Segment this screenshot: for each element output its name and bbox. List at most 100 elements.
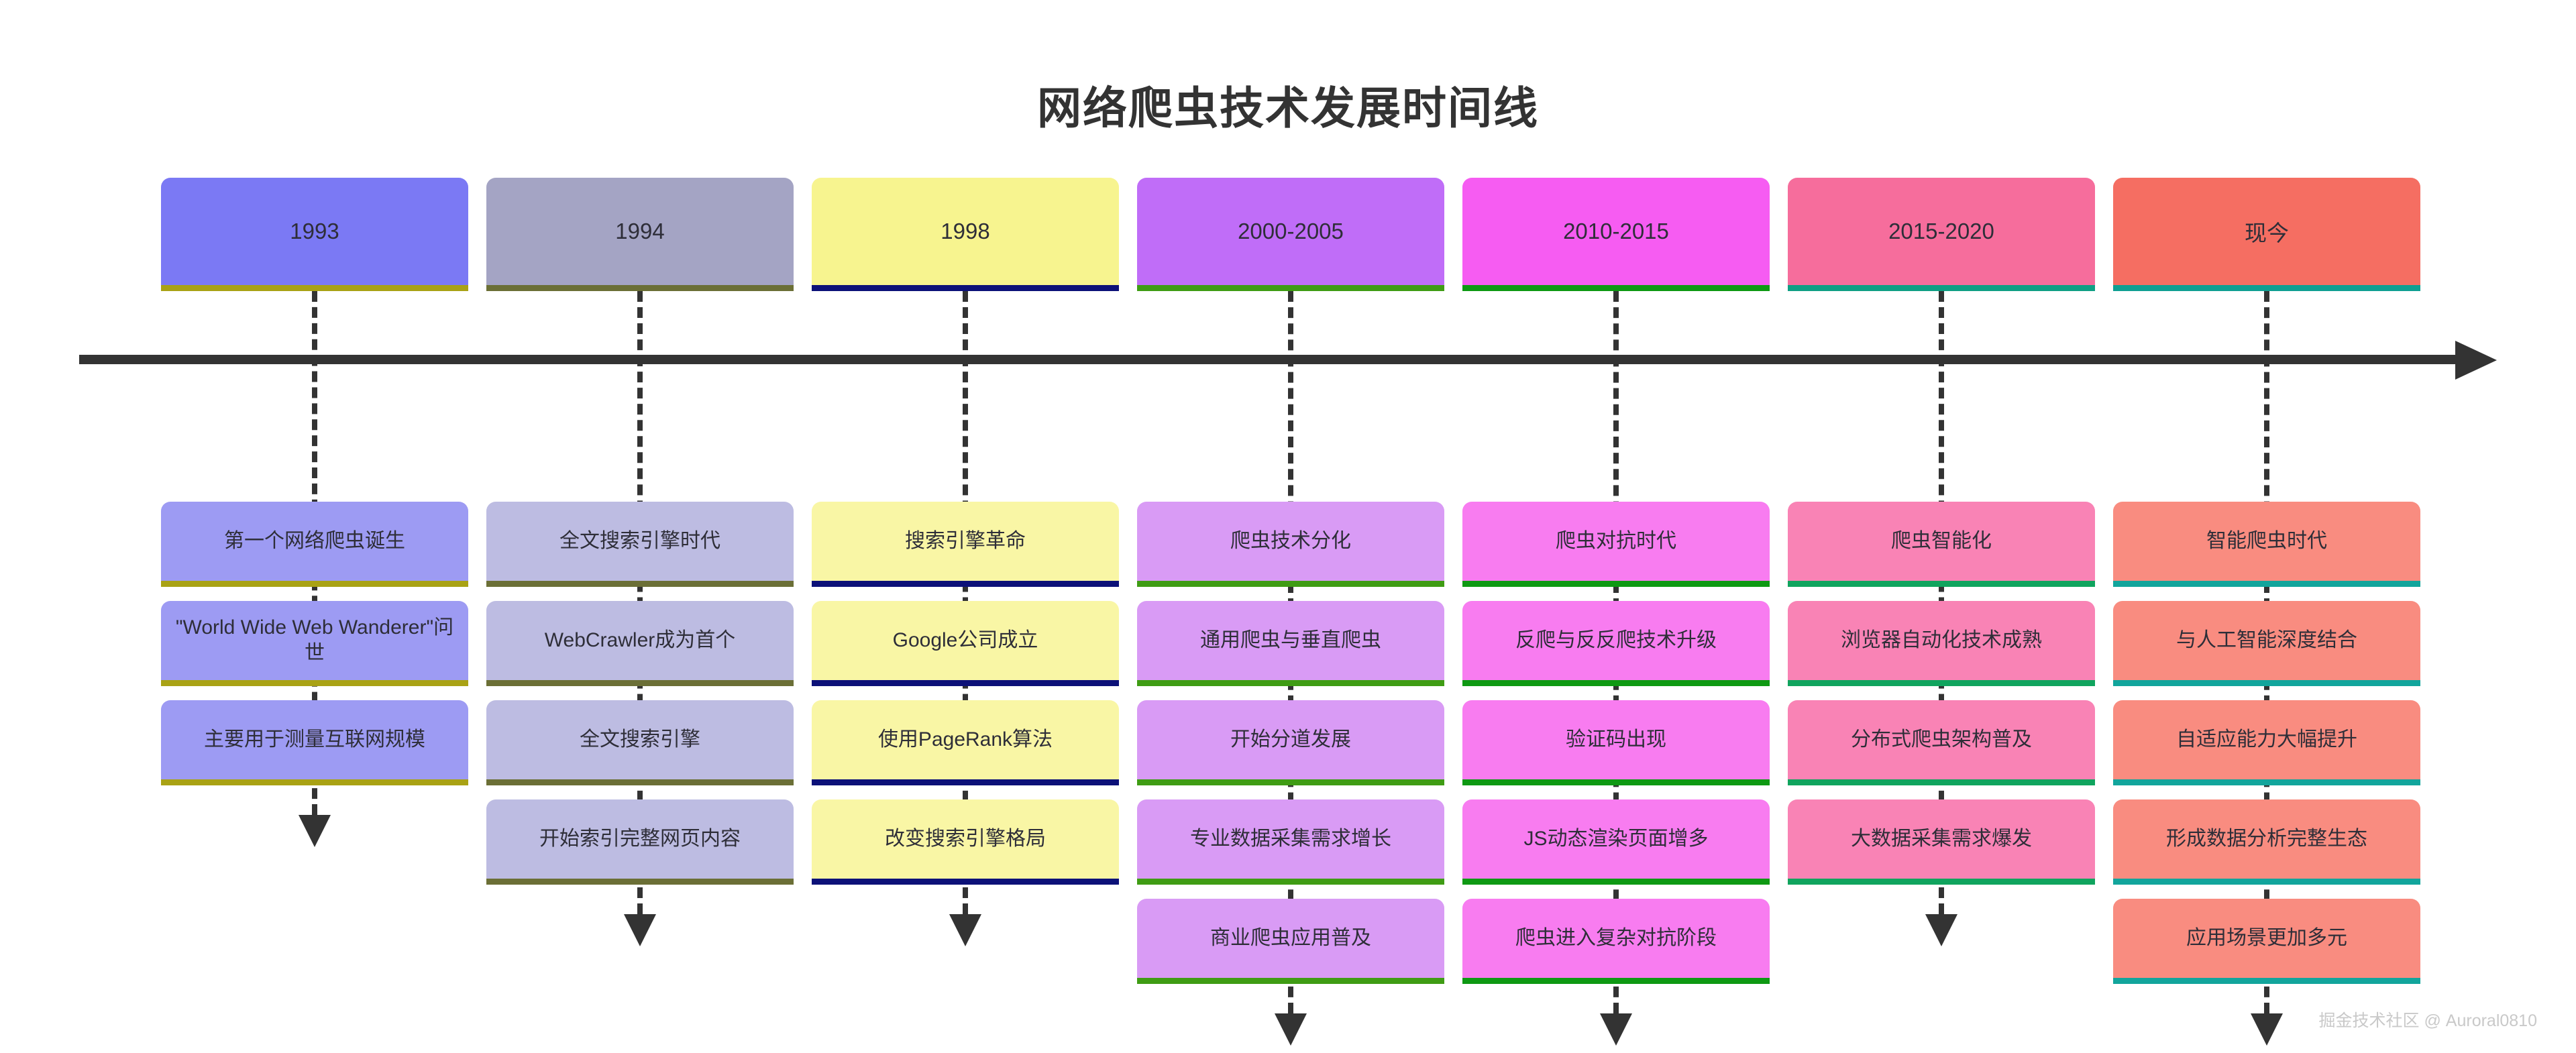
year-label: 2010-2015	[1563, 219, 1669, 243]
timeline-item-box[interactable]: 搜索引擎革命	[812, 502, 1119, 587]
timeline-item-list: 第一个网络爬虫诞生 "World Wide Web Wanderer"问世主要用于…	[161, 502, 468, 799]
timeline-item-box[interactable]: 分布式爬虫架构普及	[1788, 700, 2095, 785]
timeline-item-box[interactable]: "World Wide Web Wanderer"问世	[161, 601, 468, 686]
timeline-item-accent-bar	[1788, 879, 2095, 885]
timeline-item-accent-bar	[812, 581, 1119, 587]
year-header-accent-bar	[1788, 285, 2095, 291]
timeline-item-accent-bar	[486, 879, 794, 885]
timeline-item-accent-bar	[812, 680, 1119, 686]
timeline-item-accent-bar	[1137, 879, 1444, 885]
timeline-item-label: 反爬与反反爬技术升级	[1515, 629, 1717, 652]
arrow-right-icon	[2455, 341, 2497, 380]
timeline-item-label: 全文搜索引擎	[580, 728, 700, 751]
arrow-down-icon	[624, 914, 656, 946]
timeline-item-accent-bar	[2113, 879, 2420, 885]
timeline-item-accent-bar	[1137, 680, 1444, 686]
timeline-item-accent-bar	[161, 680, 468, 686]
timeline-item-box[interactable]: 形成数据分析完整生态	[2113, 799, 2420, 885]
timeline-item-box[interactable]: 爬虫对抗时代	[1462, 502, 1770, 587]
timeline-item-accent-bar	[2113, 779, 2420, 785]
timeline-item-accent-bar	[161, 581, 468, 587]
timeline-item-label: Google公司成立	[892, 629, 1038, 652]
timeline-item-accent-bar	[1462, 779, 1770, 785]
timeline-item-label: JS动态渲染页面增多	[1523, 828, 1709, 850]
year-header-box[interactable]: 1998	[812, 178, 1119, 285]
timeline-item-accent-bar	[486, 680, 794, 686]
timeline-item-list: 爬虫对抗时代反爬与反反爬技术升级验证码出现 JS动态渲染页面增多爬虫进入复杂对抗阶…	[1462, 502, 1770, 998]
timeline-item-accent-bar	[1137, 779, 1444, 785]
timeline-item-box[interactable]: 自适应能力大幅提升	[2113, 700, 2420, 785]
timeline-item-accent-bar	[2113, 978, 2420, 984]
timeline-item-label: 大数据采集需求爆发	[1851, 828, 2032, 850]
timeline-item-accent-bar	[486, 581, 794, 587]
timeline-item-box[interactable]: 应用场景更加多元	[2113, 899, 2420, 984]
arrow-down-icon	[949, 914, 981, 946]
timeline-item-box[interactable]: 爬虫智能化	[1788, 502, 2095, 587]
timeline-item-accent-bar	[1462, 680, 1770, 686]
timeline-item-label: 开始索引完整网页内容	[539, 828, 741, 850]
timeline-item-box[interactable]: 与人工智能深度结合	[2113, 601, 2420, 686]
timeline-item-box[interactable]: JS动态渲染页面增多	[1462, 799, 1770, 885]
year-label: 现今	[2245, 221, 2289, 245]
year-header-box[interactable]: 1993	[161, 178, 468, 285]
timeline-item-box[interactable]: 智能爬虫时代	[2113, 502, 2420, 587]
arrow-down-icon	[299, 815, 331, 847]
timeline-item-label: 爬虫智能化	[1891, 530, 1992, 553]
timeline-item-box[interactable]: 改变搜索引擎格局	[812, 799, 1119, 885]
timeline-item-box[interactable]: 开始分道发展	[1137, 700, 1444, 785]
timeline-item-box[interactable]: 大数据采集需求爆发	[1788, 799, 2095, 885]
timeline-item-accent-bar	[812, 779, 1119, 785]
timeline-item-label: 第一个网络爬虫诞生	[224, 530, 405, 553]
timeline-item-box[interactable]: WebCrawler成为首个	[486, 601, 794, 686]
arrow-down-icon	[1600, 1013, 1632, 1046]
timeline-item-box[interactable]: 商业爬虫应用普及	[1137, 899, 1444, 984]
timeline-item-box[interactable]: Google公司成立	[812, 601, 1119, 686]
timeline-item-label: 与人工智能深度结合	[2176, 629, 2357, 652]
timeline-item-box[interactable]: 通用爬虫与垂直爬虫	[1137, 601, 1444, 686]
timeline-item-accent-bar	[486, 779, 794, 785]
arrow-down-icon	[1925, 914, 1957, 946]
timeline-item-box[interactable]: 爬虫技术分化	[1137, 502, 1444, 587]
timeline-item-list: 搜索引擎革命 Google公司成立使用PageRank算法改变搜索引擎格局	[812, 502, 1119, 899]
timeline-item-box[interactable]: 开始索引完整网页内容	[486, 799, 794, 885]
timeline-item-box[interactable]: 主要用于测量互联网规模	[161, 700, 468, 785]
year-header-box[interactable]: 1994	[486, 178, 794, 285]
watermark: 掘金技术社区 @ Auroral0810	[2318, 1011, 2537, 1030]
year-label: 2000-2005	[1238, 219, 1344, 243]
page-title: 网络爬虫技术发展时间线	[1037, 83, 1539, 133]
timeline-item-box[interactable]: 全文搜索引擎时代	[486, 502, 794, 587]
year-header-box[interactable]: 2000-2005	[1137, 178, 1444, 285]
timeline-item-label: WebCrawler成为首个	[544, 629, 736, 652]
timeline-item-box[interactable]: 验证码出现	[1462, 700, 1770, 785]
timeline-item-label: 改变搜索引擎格局	[885, 828, 1046, 850]
year-label: 1993	[290, 219, 339, 243]
timeline-item-label: 浏览器自动化技术成熟	[1841, 629, 2042, 652]
timeline-item-list: 智能爬虫时代与人工智能深度结合自适应能力大幅提升形成数据分析完整生态应用场景更加…	[2113, 502, 2420, 998]
timeline-item-box[interactable]: 反爬与反反爬技术升级	[1462, 601, 1770, 686]
year-header-accent-bar	[1137, 285, 1444, 291]
timeline-item-box[interactable]: 第一个网络爬虫诞生	[161, 502, 468, 587]
year-header-accent-bar	[2113, 285, 2420, 291]
timeline-item-list: 爬虫技术分化通用爬虫与垂直爬虫开始分道发展专业数据采集需求增长商业爬虫应用普及	[1137, 502, 1444, 998]
timeline-item-accent-bar	[1137, 581, 1444, 587]
timeline-item-accent-bar	[1788, 680, 2095, 686]
timeline-item-accent-bar	[1137, 978, 1444, 984]
year-header-box[interactable]: 2010-2015	[1462, 178, 1770, 285]
year-header-accent-bar	[812, 285, 1119, 291]
timeline-item-box[interactable]: 全文搜索引擎	[486, 700, 794, 785]
year-header-accent-bar	[1462, 285, 1770, 291]
timeline-item-box[interactable]: 浏览器自动化技术成熟	[1788, 601, 2095, 686]
timeline-item-label: 爬虫进入复杂对抗阶段	[1515, 927, 1717, 950]
timeline-item-accent-bar	[1788, 779, 2095, 785]
timeline-item-label: 商业爬虫应用普及	[1210, 927, 1371, 950]
timeline-item-box[interactable]: 爬虫进入复杂对抗阶段	[1462, 899, 1770, 984]
timeline-item-accent-bar	[1462, 978, 1770, 984]
timeline-item-label: 专业数据采集需求增长	[1190, 828, 1391, 850]
timeline-item-box[interactable]: 专业数据采集需求增长	[1137, 799, 1444, 885]
year-header-box[interactable]: 2015-2020	[1788, 178, 2095, 285]
timeline-item-box[interactable]: 使用PageRank算法	[812, 700, 1119, 785]
year-header-accent-bar	[486, 285, 794, 291]
year-label: 1998	[941, 219, 990, 243]
year-header-box[interactable]: 现今	[2113, 178, 2420, 285]
timeline-item-label: 形成数据分析完整生态	[2166, 828, 2367, 850]
